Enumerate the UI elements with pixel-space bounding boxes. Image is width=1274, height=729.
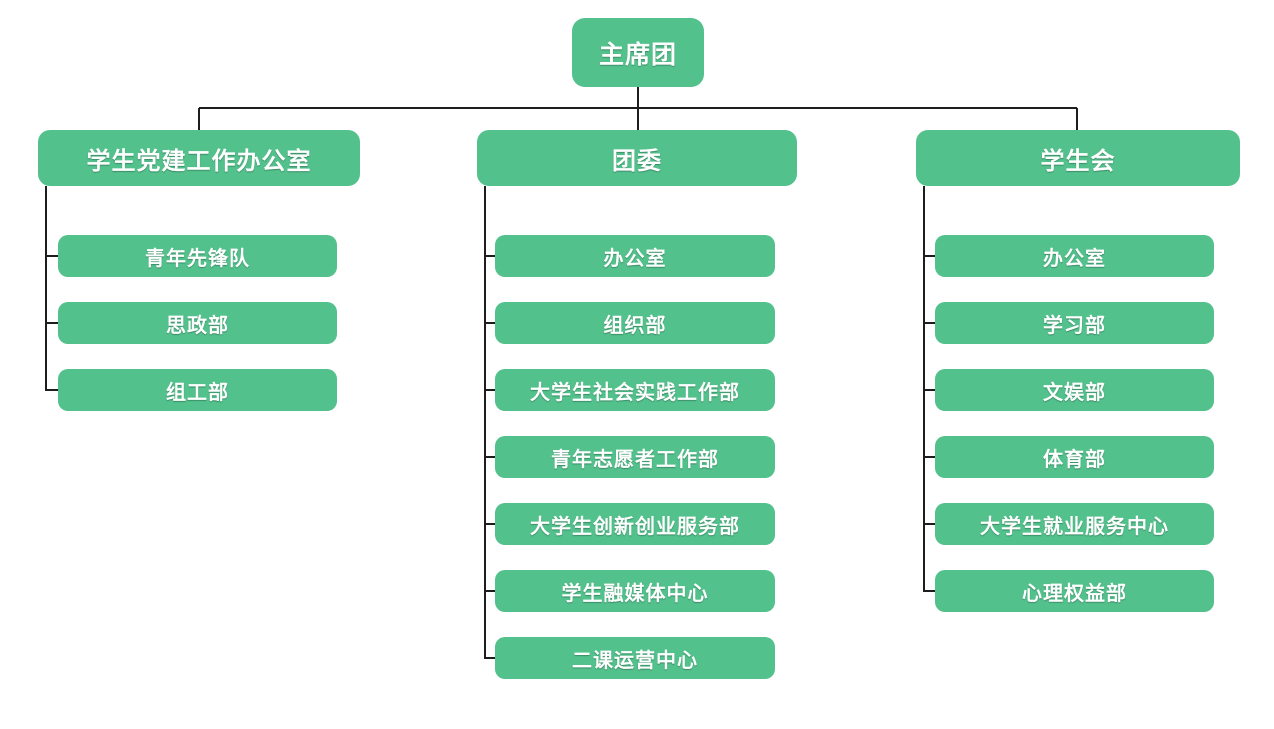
node-child-1-0[interactable]: 办公室 <box>495 235 775 277</box>
node-child-label: 办公室 <box>1043 247 1106 270</box>
node-child-label: 办公室 <box>603 247 667 270</box>
node-child-1-1[interactable]: 组织部 <box>495 302 775 344</box>
node-child-1-3[interactable]: 青年志愿者工作部 <box>495 436 775 478</box>
node-child-label: 学生融媒体中心 <box>561 582 709 605</box>
connector-branch-1 <box>484 186 495 659</box>
node-child-label: 大学生创新创业服务部 <box>530 515 740 538</box>
node-child-label: 大学生就业服务中心 <box>980 515 1169 538</box>
node-child-label: 思政部 <box>166 314 229 337</box>
node-child-label: 青年志愿者工作部 <box>551 448 719 471</box>
node-child-1-6[interactable]: 二课运营中心 <box>495 637 775 679</box>
node-child-2-1[interactable]: 学习部 <box>935 302 1214 344</box>
node-child-label: 二课运营中心 <box>572 649 698 672</box>
node-child-label: 青年先锋队 <box>145 247 250 270</box>
node-branch-student-union[interactable]: 学生会 <box>916 130 1240 186</box>
node-child-0-0[interactable]: 青年先锋队 <box>58 235 337 277</box>
node-child-2-4[interactable]: 大学生就业服务中心 <box>935 503 1214 545</box>
node-child-label: 文娱部 <box>1043 381 1106 404</box>
node-child-label: 组织部 <box>603 314 667 337</box>
node-child-2-2[interactable]: 文娱部 <box>935 369 1214 411</box>
connector-branch-2 <box>923 186 935 592</box>
node-branch-party-office[interactable]: 学生党建工作办公室 <box>38 130 360 186</box>
node-branch-label: 学生会 <box>1040 147 1116 175</box>
node-child-label: 心理权益部 <box>1022 582 1127 605</box>
node-branch-label: 团委 <box>612 147 662 175</box>
connector-top-rail <box>198 87 1078 130</box>
node-child-label: 组工部 <box>166 381 229 404</box>
node-child-1-4[interactable]: 大学生创新创业服务部 <box>495 503 775 545</box>
node-child-label: 体育部 <box>1043 448 1106 471</box>
connector-branch-0 <box>45 186 58 391</box>
node-child-1-2[interactable]: 大学生社会实践工作部 <box>495 369 775 411</box>
node-child-label: 学习部 <box>1043 314 1106 337</box>
node-root-label: 主席团 <box>598 40 677 69</box>
node-root[interactable]: 主席团 <box>572 18 704 87</box>
node-child-0-1[interactable]: 思政部 <box>58 302 337 344</box>
node-child-2-0[interactable]: 办公室 <box>935 235 1214 277</box>
node-child-2-5[interactable]: 心理权益部 <box>935 570 1214 612</box>
node-branch-label: 学生党建工作办公室 <box>86 147 312 175</box>
node-child-label: 大学生社会实践工作部 <box>530 381 740 404</box>
node-child-2-3[interactable]: 体育部 <box>935 436 1214 478</box>
node-child-1-5[interactable]: 学生融媒体中心 <box>495 570 775 612</box>
node-child-0-2[interactable]: 组工部 <box>58 369 337 411</box>
node-branch-youth-league[interactable]: 团委 <box>477 130 797 186</box>
